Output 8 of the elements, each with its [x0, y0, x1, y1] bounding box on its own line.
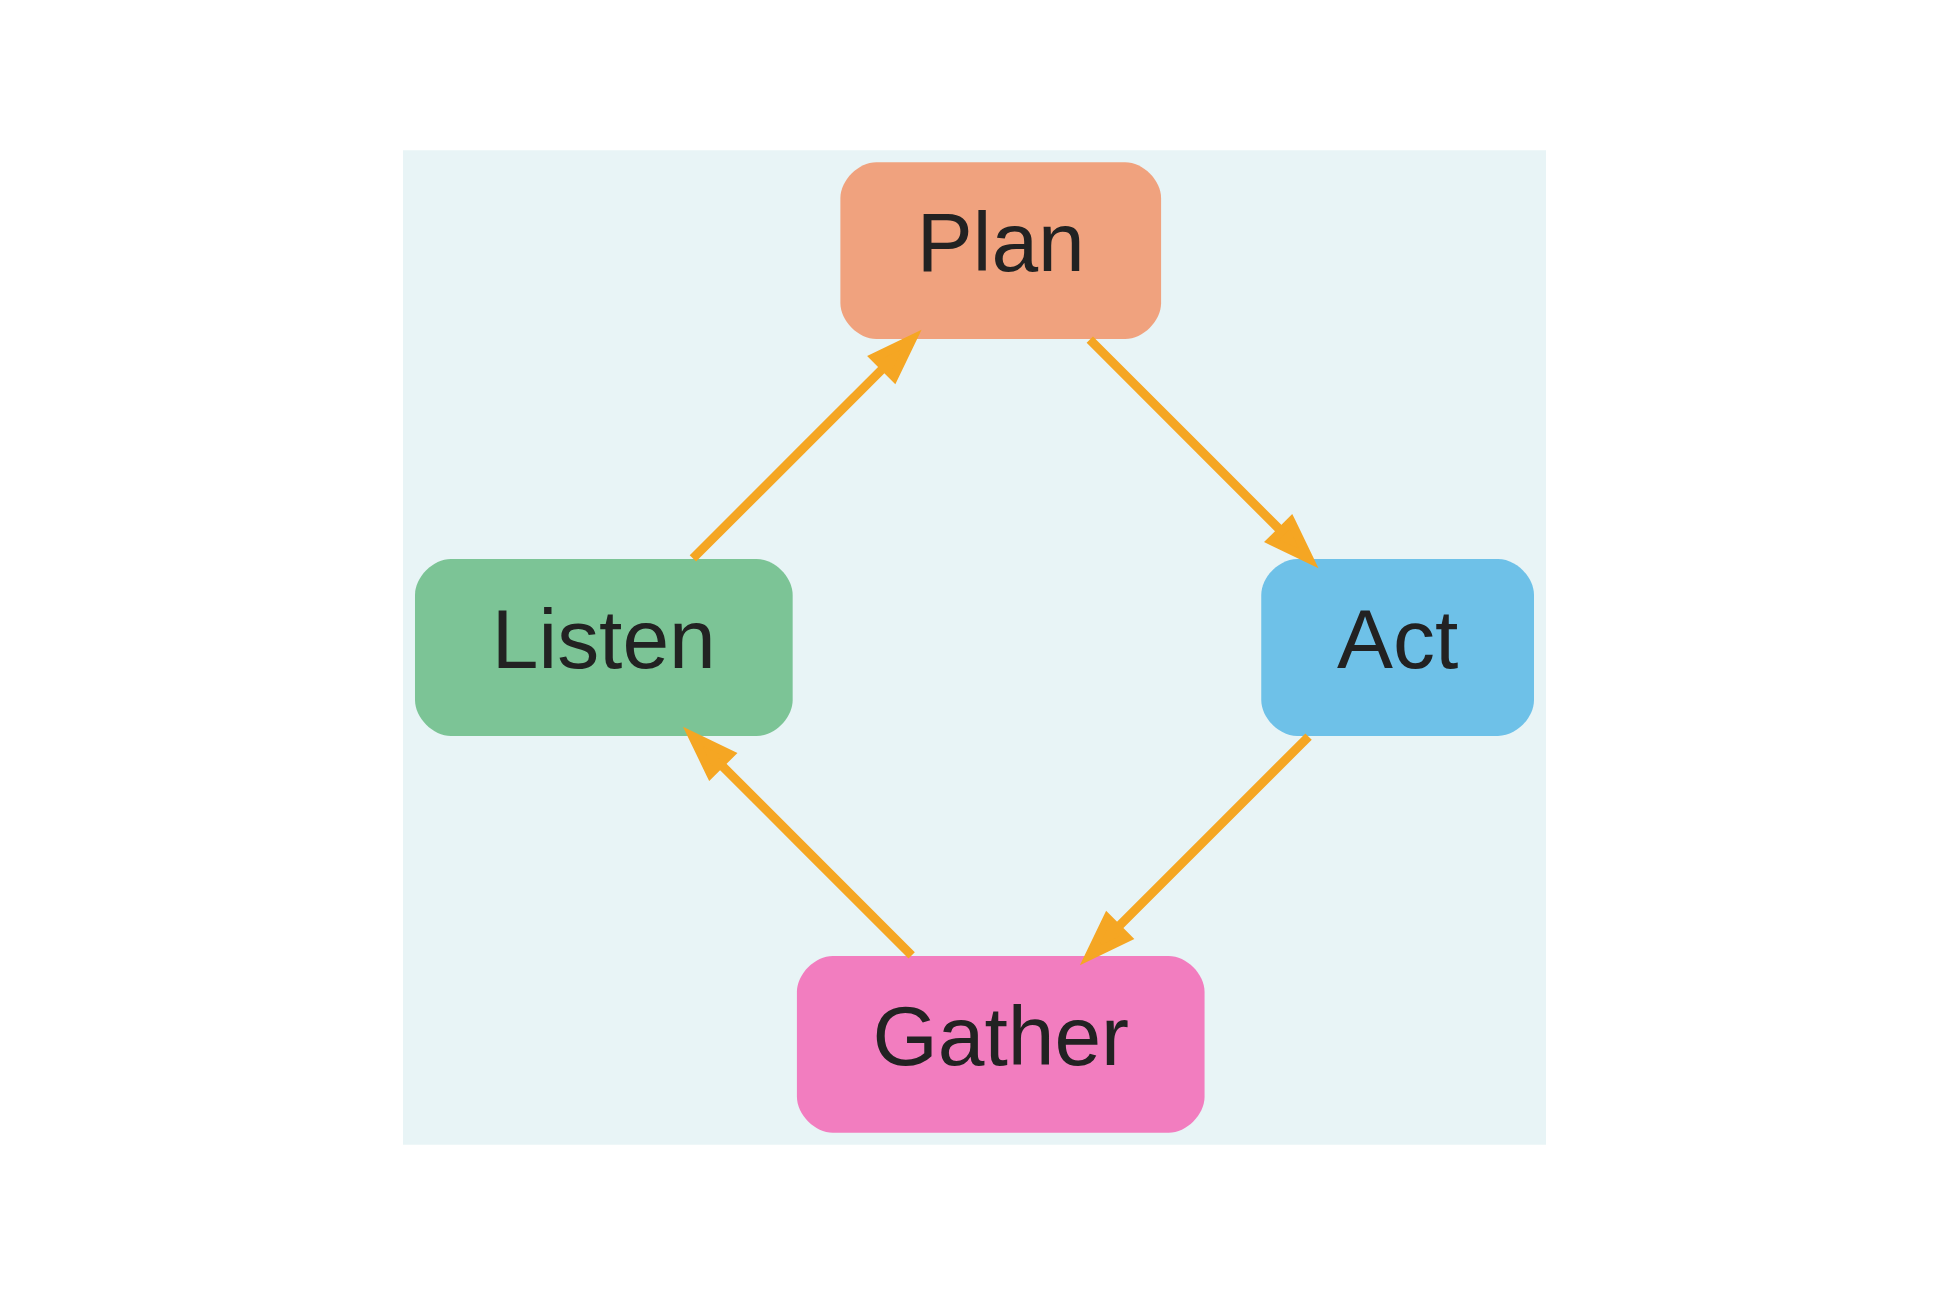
node-box: Gather — [796, 956, 1205, 1133]
arrow — [1086, 336, 1319, 569]
arrow — [683, 726, 915, 959]
node-box: Listen — [415, 559, 793, 736]
arrow — [689, 329, 922, 562]
node-box: Act — [1261, 559, 1534, 736]
node-box: Plan — [840, 162, 1162, 339]
arrow — [1079, 733, 1312, 966]
